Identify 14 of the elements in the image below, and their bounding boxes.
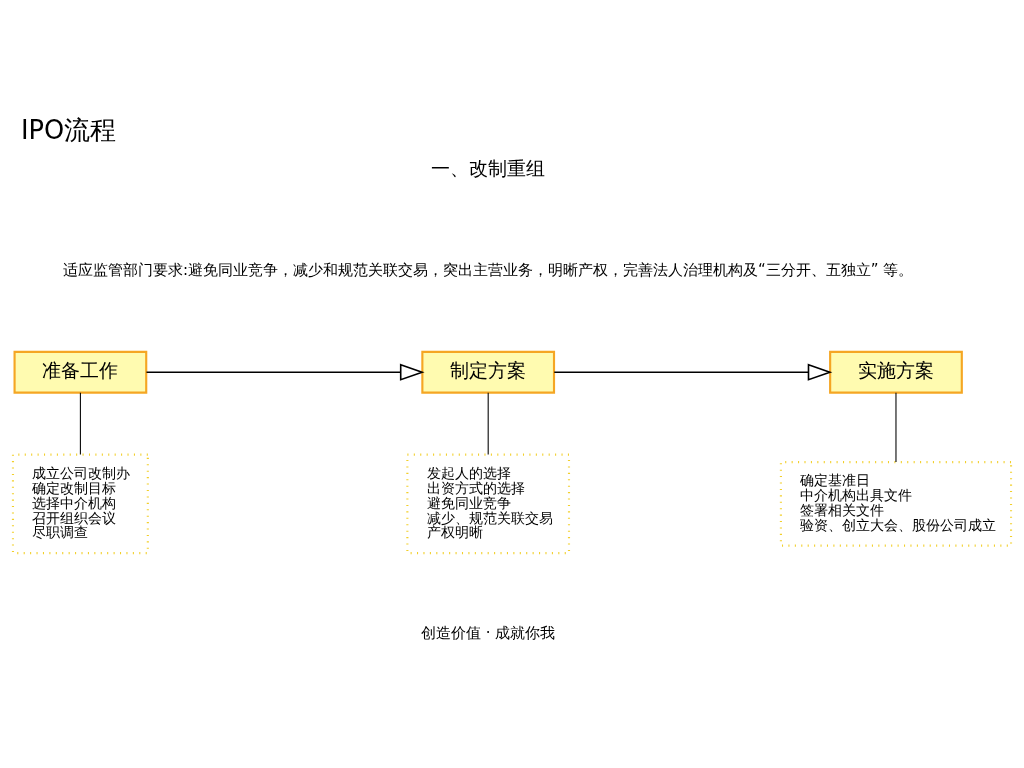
connector [487,392,489,455]
connector [79,392,81,455]
node-box: 制定方案 [421,350,556,394]
node-box: 实施方案 [829,350,963,394]
node-box: 成立公司改制办 确定改制目标 选择中介机构 召开组织会议 尽职调查 [11,453,149,555]
label: 一、改制重组 [431,156,546,180]
label: 创造价值 · 成就你我 [421,624,556,643]
node-box: 准备工作 [13,350,148,394]
arrow [145,363,425,381]
arrow [553,363,833,381]
node-box: 发起人的选择 出资方式的选择 避免同业竞争 减少、规范关联交易 产权明晰 [406,453,571,555]
diagram-title: IPO流程 [20,115,117,146]
node-box: 确定基准日 中介机构出具文件 签署相关文件 验资、创立大会、股份公司成立 [779,461,1013,547]
label: 适应监管部门要求:避免同业竞争，减少和规范关联交易，突出主营业务，明晰产权，完善法人治理机构及“三分开、五独立” 等。 [63,260,914,279]
